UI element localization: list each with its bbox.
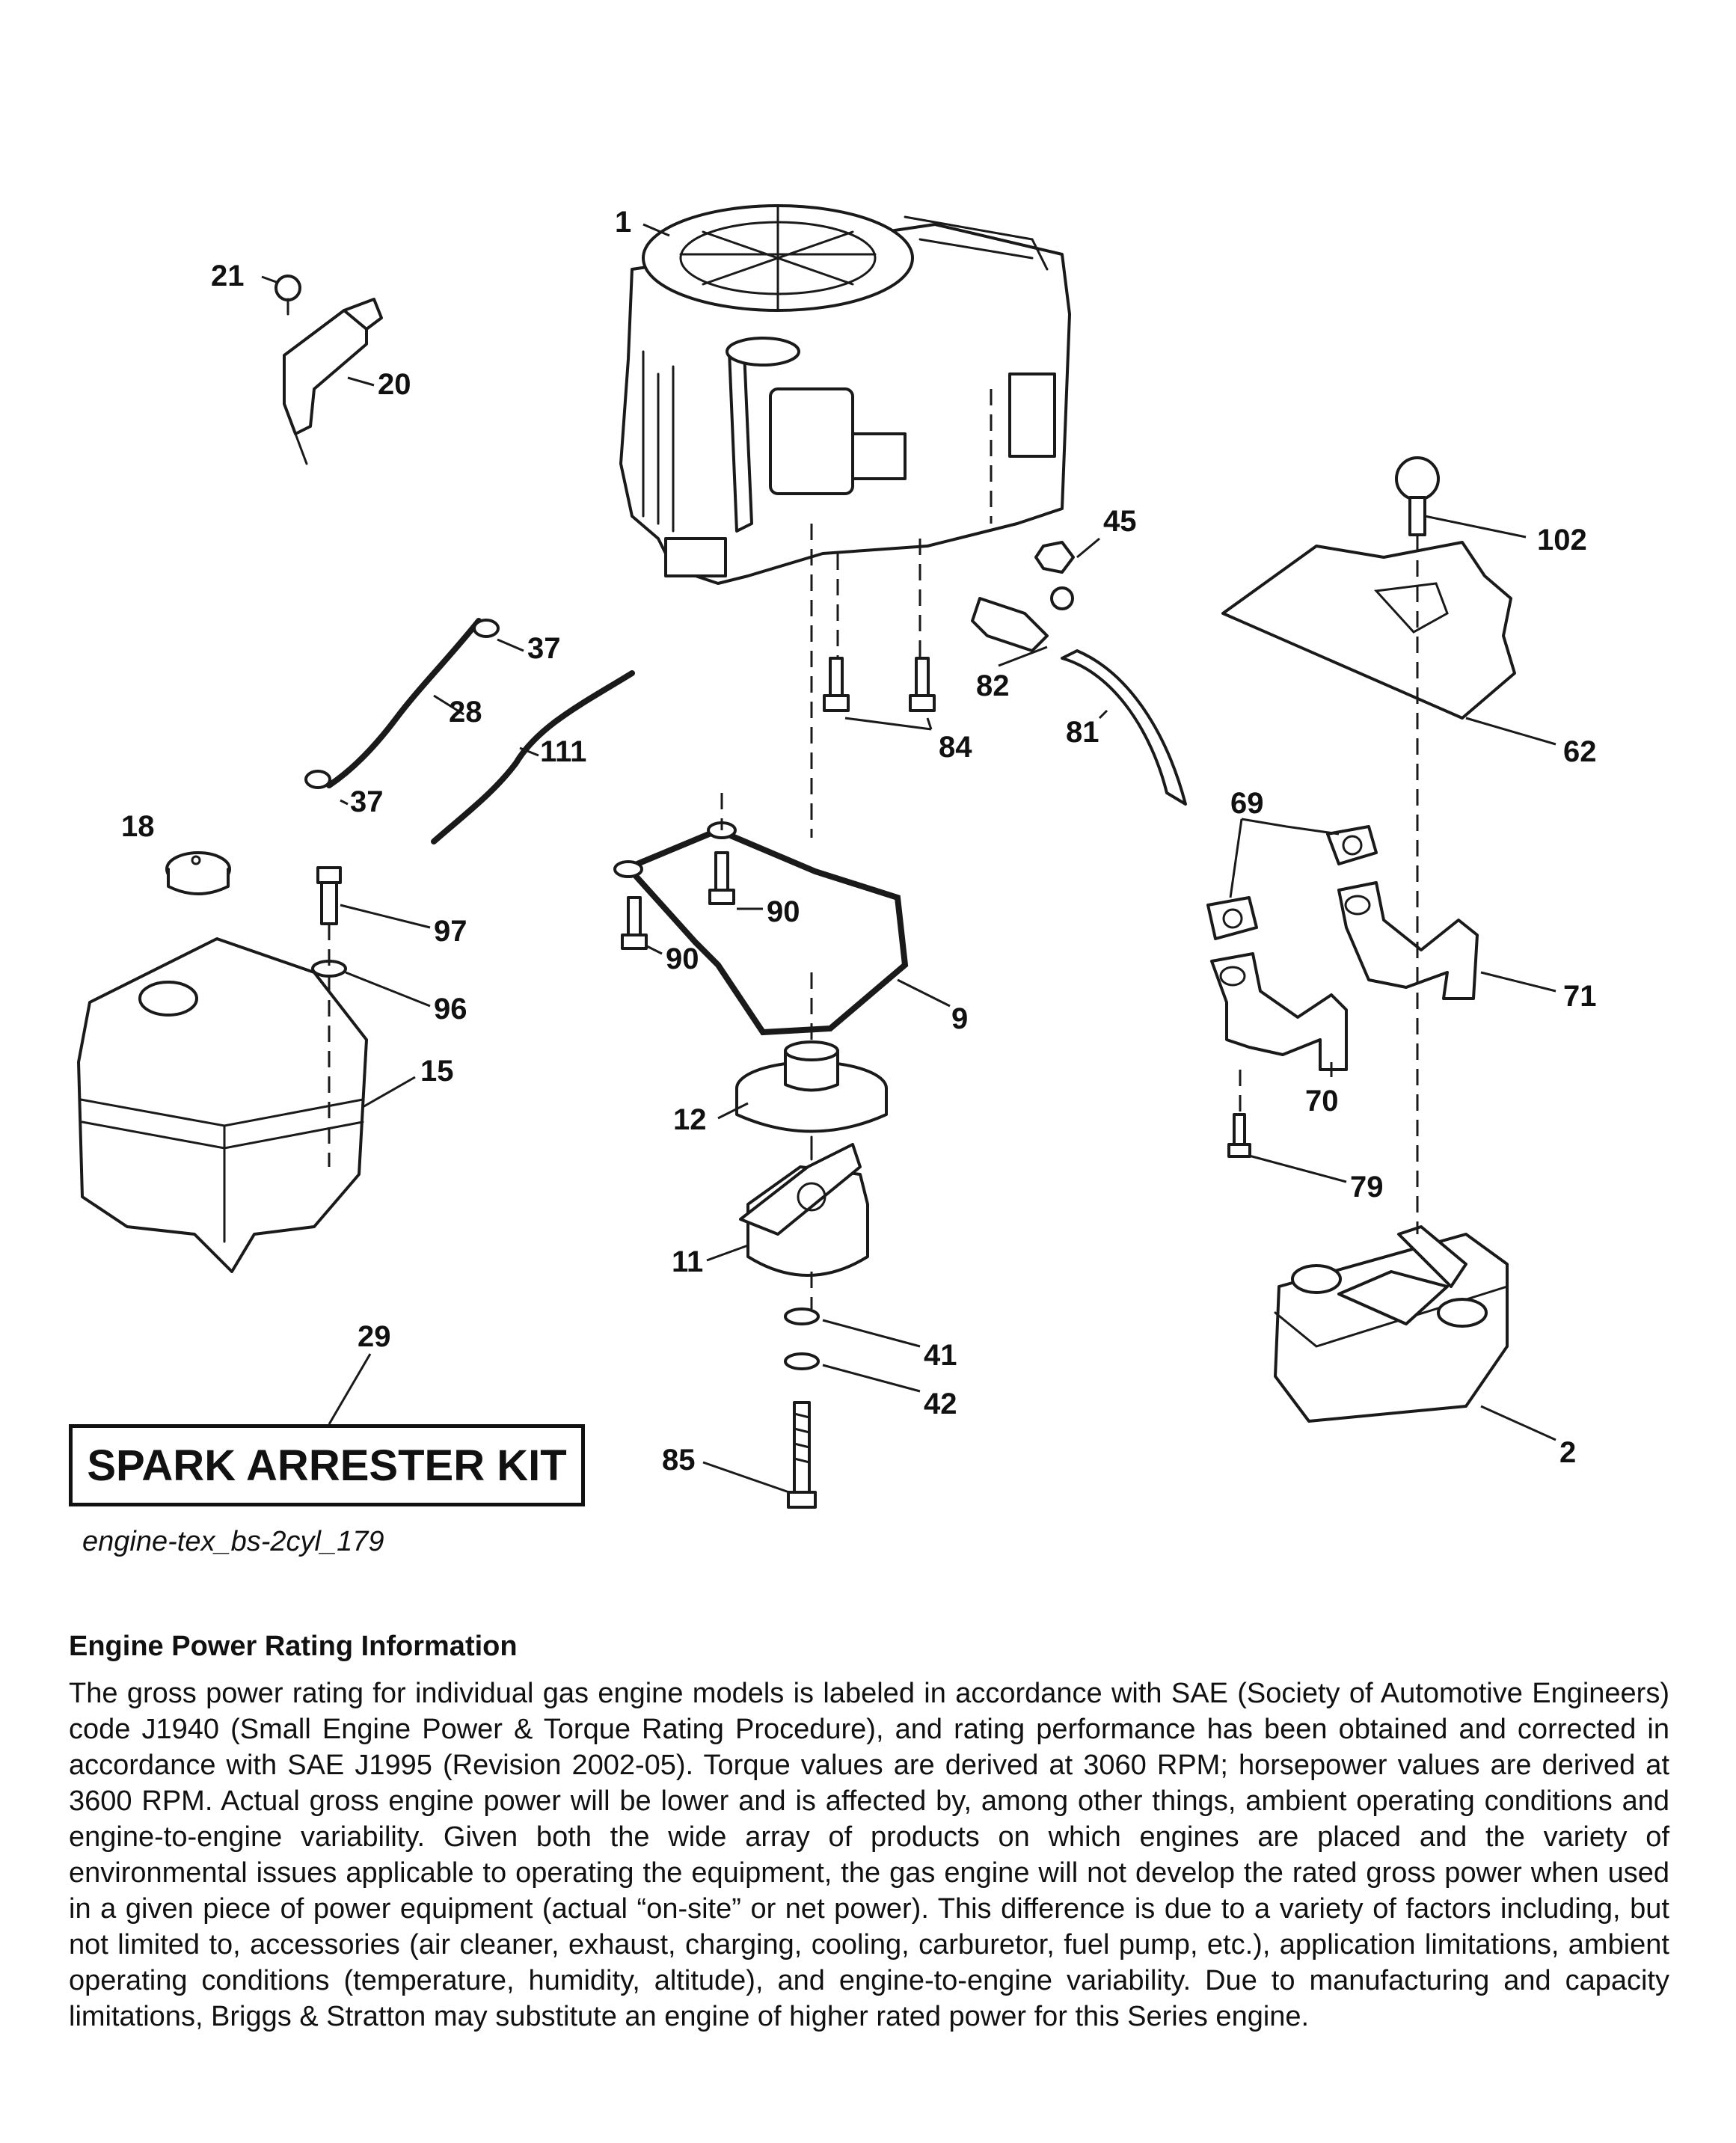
callout-28: 28 <box>449 696 482 729</box>
assembly-centerlines <box>328 389 1419 1309</box>
spark-arrester-kit-label: SPARK ARRESTER KIT <box>69 1424 585 1506</box>
callout-90-lower: 90 <box>666 942 699 975</box>
callout-11: 11 <box>672 1245 703 1278</box>
callout-1: 1 <box>615 206 631 239</box>
pulley-part-12 <box>735 1040 888 1133</box>
callout-97: 97 <box>434 915 467 948</box>
exhaust-pipe-part-71 <box>1337 881 1479 1000</box>
bracket-part-9 <box>613 821 909 1036</box>
gasket-part-69 <box>1206 825 1378 940</box>
fuel-line-part-111 <box>431 670 635 844</box>
callout-71: 71 <box>1563 980 1597 1013</box>
engine-part-1 <box>619 204 1071 585</box>
callout-102: 102 <box>1537 524 1587 557</box>
callout-45: 45 <box>1103 505 1137 538</box>
throttle-control-part-20 <box>274 275 383 465</box>
fuel-line-part-28 <box>304 618 500 789</box>
parts-diagram: 1 21 20 37 28 111 37 18 97 96 15 84 82 4… <box>77 204 1597 1509</box>
callout-9: 9 <box>951 1002 968 1035</box>
callout-labels: 1 21 20 37 28 111 37 18 97 96 15 84 82 4… <box>121 206 1597 1477</box>
callout-42: 42 <box>924 1388 957 1420</box>
callout-81: 81 <box>1066 716 1099 749</box>
callout-82: 82 <box>976 669 1010 702</box>
exhaust-pipe-part-70 <box>1210 952 1348 1071</box>
callout-69: 69 <box>1230 787 1264 820</box>
callout-21: 21 <box>211 260 245 292</box>
callout-79: 79 <box>1350 1171 1384 1204</box>
engine-power-rating-heading: Engine Power Rating Information <box>69 1631 518 1662</box>
heat-shield-part-62 <box>1221 541 1516 720</box>
callout-37-bottom: 37 <box>350 785 384 818</box>
bolt-part-102 <box>1395 456 1440 536</box>
callout-20: 20 <box>378 368 411 401</box>
bolt-part-90 <box>621 851 735 950</box>
bolt-part-79 <box>1227 1113 1251 1158</box>
fuel-line-part-81 <box>1061 649 1187 806</box>
engine-power-rating-text: The gross power rating for individual ga… <box>69 1678 1669 2032</box>
callout-111: 111 <box>540 735 586 768</box>
callout-62: 62 <box>1563 735 1597 768</box>
callout-15: 15 <box>420 1055 454 1088</box>
callout-85: 85 <box>662 1444 696 1477</box>
bolt-part-84 <box>823 657 936 712</box>
washer-part-42 <box>784 1352 820 1370</box>
callout-29: 29 <box>358 1320 391 1353</box>
washer-part-41 <box>784 1307 820 1325</box>
callout-18: 18 <box>121 810 155 843</box>
callout-41: 41 <box>924 1339 957 1372</box>
diagram-file-code: engine-tex_bs-2cyl_179 <box>82 1526 384 1557</box>
fuel-valve-part-82 <box>971 586 1074 652</box>
callout-84: 84 <box>939 731 972 764</box>
bolt-part-97 <box>316 866 342 925</box>
bolt-part-85 <box>787 1401 817 1509</box>
callout-37-top: 37 <box>527 632 561 665</box>
callout-90-upper: 90 <box>767 895 800 928</box>
callout-96: 96 <box>434 993 467 1025</box>
fuel-cap-part-18 <box>165 851 231 895</box>
muffler-part-2 <box>1274 1225 1509 1423</box>
fuel-tank-part-15 <box>77 937 368 1273</box>
nut-part-45 <box>1034 541 1075 574</box>
clutch-part-11 <box>739 1135 869 1277</box>
callout-70: 70 <box>1305 1085 1339 1118</box>
callout-2: 2 <box>1559 1436 1576 1469</box>
callout-12: 12 <box>673 1103 707 1136</box>
leader-lines <box>261 223 1556 1494</box>
